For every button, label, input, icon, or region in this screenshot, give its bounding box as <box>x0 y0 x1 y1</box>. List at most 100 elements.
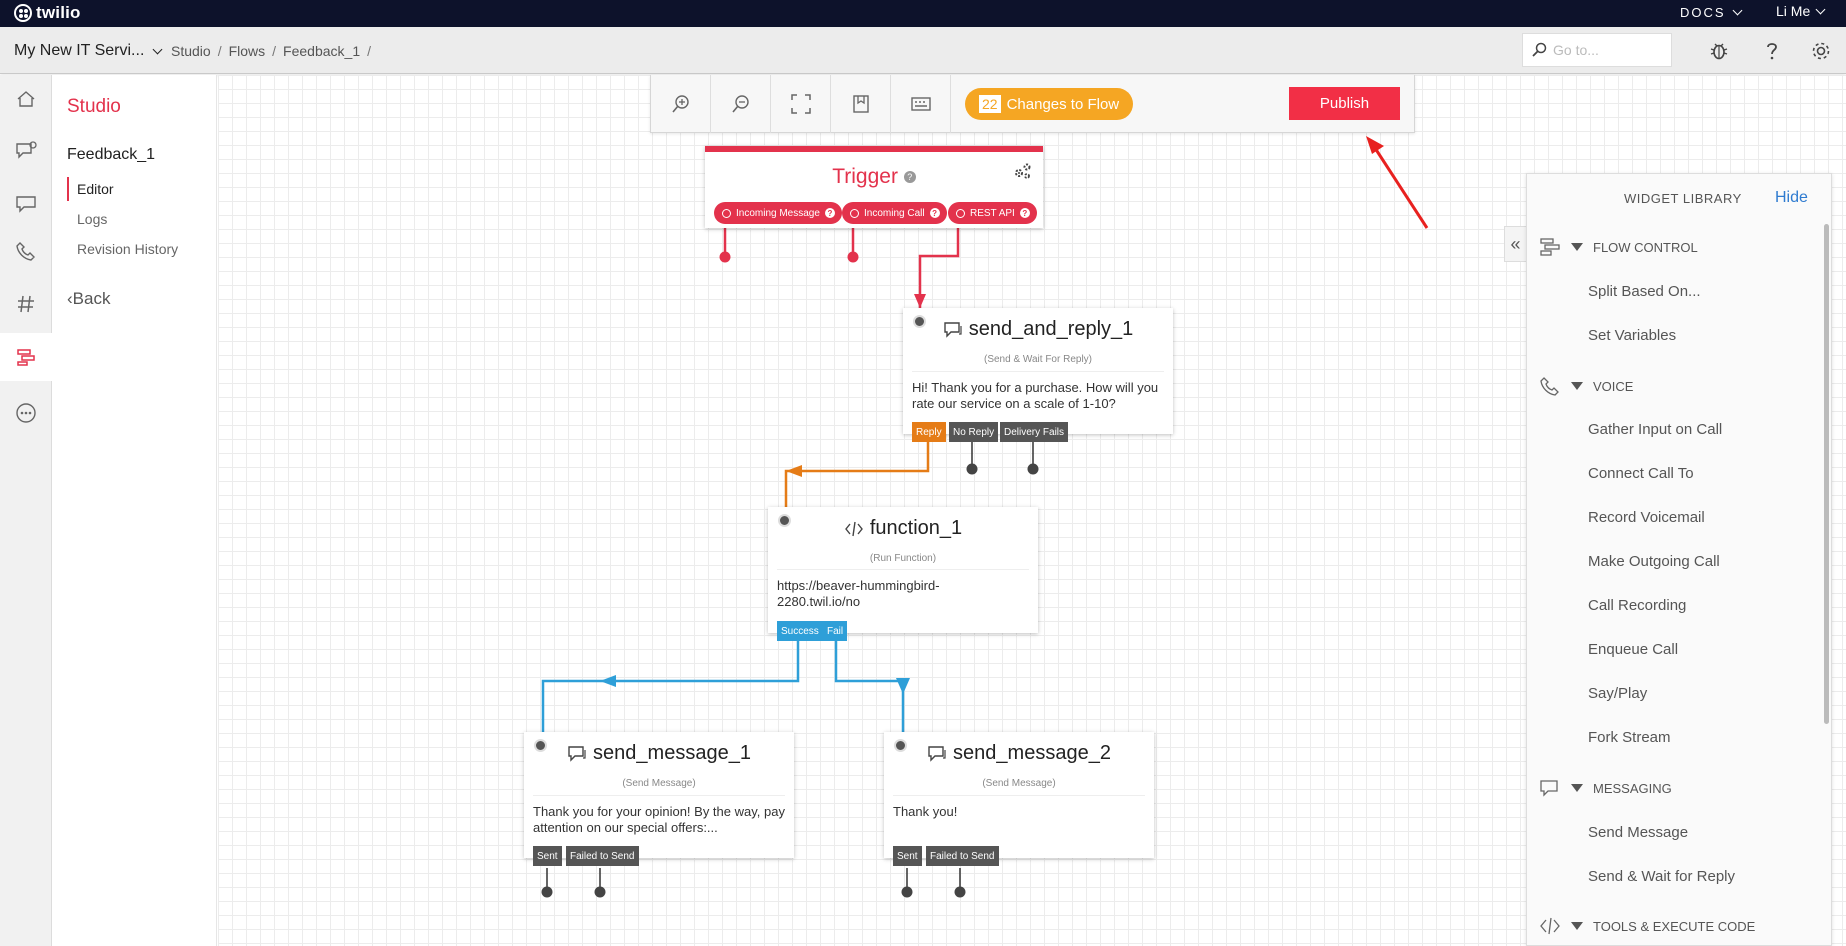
library-item[interactable]: Send Message <box>1588 824 1689 841</box>
transition-fail[interactable]: Fail <box>823 621 848 641</box>
widget-title: send_message_2 <box>884 742 1154 765</box>
section-voice[interactable]: VOICE <box>1539 376 1633 396</box>
widget-type: (Send Message) <box>622 778 696 789</box>
library-item[interactable]: Send & Wait for Reply <box>1588 868 1736 885</box>
user-name: Li Me <box>1776 3 1811 19</box>
transition-failed-to-send[interactable]: Failed to Send <box>566 846 639 866</box>
twilio-logo-text: twilio <box>36 3 81 22</box>
section-label: VOICE <box>1593 378 1634 394</box>
pill-label: REST API <box>970 207 1015 219</box>
red-annotation-arrowhead <box>1366 136 1384 154</box>
rail-chat[interactable] <box>0 127 52 175</box>
message-icon <box>1540 780 1558 797</box>
arrow-success <box>600 675 616 687</box>
trigger-incoming-message[interactable]: Incoming Message ? <box>714 202 842 224</box>
bug-icon[interactable] <box>1708 40 1730 62</box>
widget-send-and-reply-1[interactable]: send_and_reply_1 (Send & Wait For Reply)… <box>903 308 1173 442</box>
library-collapse-button[interactable]: « <box>1504 226 1526 262</box>
rail-studio[interactable] <box>0 333 52 381</box>
library-item[interactable]: Enqueue Call <box>1588 641 1679 658</box>
transition-delivery-fails[interactable]: Delivery Fails <box>1000 422 1069 442</box>
widget-type: (Run Function) <box>869 553 937 564</box>
transition-no-reply[interactable]: No Reply <box>949 422 999 442</box>
widget-body: Thank you for your opinion! By the way, … <box>533 795 785 836</box>
transition-success[interactable]: Success <box>777 621 823 641</box>
transition-sent[interactable]: Sent <box>893 846 922 866</box>
publish-button[interactable]: Publish <box>1289 87 1400 120</box>
keyboard-shortcuts-button[interactable] <box>891 75 951 133</box>
widget-body: Hi! Thank you for a purchase. How will y… <box>912 371 1164 412</box>
fit-screen-button[interactable] <box>771 75 831 133</box>
breadcrumb-flows[interactable]: Flows <box>228 43 266 59</box>
zoom-in-button[interactable] <box>651 75 711 133</box>
bookmark-button[interactable] <box>831 75 891 133</box>
radio-icon <box>850 208 859 218</box>
zoom-out-button[interactable] <box>711 75 771 133</box>
widget-handle[interactable] <box>778 514 791 527</box>
sidebar-item-logs[interactable]: Logs <box>77 211 108 227</box>
trigger-rest-api[interactable]: REST API ? <box>948 202 1037 224</box>
double-chevron-left-icon: « <box>1510 234 1521 254</box>
library-item[interactable]: Fork Stream <box>1588 729 1671 746</box>
zoom-in-icon <box>671 95 689 113</box>
twilio-logo[interactable]: twilio <box>14 3 81 23</box>
widget-function-1[interactable]: function_1 (Run Function) https://beaver… <box>768 507 1038 641</box>
widget-type: (Send & Wait For Reply) <box>984 354 1092 365</box>
changes-to-flow-button[interactable]: 22 Changes to Flow <box>965 88 1133 120</box>
search-input[interactable] <box>1553 42 1663 58</box>
gears-icon[interactable] <box>1012 162 1032 180</box>
caret-down-icon <box>1571 243 1583 251</box>
section-flow-control[interactable]: FLOW CONTROL <box>1539 237 1698 257</box>
transition-failed-to-send[interactable]: Failed to Send <box>926 846 999 866</box>
docs-menu[interactable]: DOCS <box>1680 5 1743 20</box>
twilio-logo-icon <box>14 4 32 22</box>
widget-send-message-1[interactable]: send_message_1 (Send Message) Thank you … <box>524 732 794 866</box>
sidebar-item-editor[interactable]: Editor <box>77 181 114 197</box>
library-item[interactable]: Call Recording <box>1588 597 1687 614</box>
sidebar-title[interactable]: Studio <box>67 96 121 117</box>
sidebar-item-revision-history[interactable]: Revision History <box>77 241 179 257</box>
rail-messaging[interactable] <box>0 179 52 227</box>
project-name: My New IT Servi... <box>14 42 145 59</box>
back-link[interactable]: ‹Back <box>67 289 110 309</box>
widget-handle[interactable] <box>894 739 907 752</box>
help-icon[interactable] <box>1761 40 1783 62</box>
widget-handle[interactable] <box>913 315 926 328</box>
caret-down-icon <box>1571 784 1583 792</box>
widget-handle[interactable] <box>534 739 547 752</box>
rail-home[interactable] <box>0 75 52 123</box>
trigger-incoming-call[interactable]: Incoming Call ? <box>842 202 947 224</box>
changes-count-badge: 22 <box>979 95 1001 113</box>
transition-reply[interactable]: Reply <box>912 422 946 442</box>
library-item[interactable]: Say/Play <box>1588 685 1648 702</box>
transition-sent[interactable]: Sent <box>533 846 562 866</box>
trigger-widget[interactable]: Trigger ? Incoming Message ? Incoming Ca… <box>705 146 1043 228</box>
breadcrumb-feedback[interactable]: Feedback_1 <box>283 43 361 59</box>
section-messaging[interactable]: MESSAGING <box>1539 778 1672 798</box>
rail-numbers[interactable] <box>0 280 52 328</box>
library-item[interactable]: Set Variables <box>1588 327 1677 344</box>
library-item[interactable]: Split Based On... <box>1588 283 1701 300</box>
widget-send-message-2[interactable]: send_message_2 (Send Message) Thank you!… <box>884 732 1154 866</box>
section-tools[interactable]: TOOLS & EXECUTE CODE <box>1539 916 1755 936</box>
library-scrollbar[interactable] <box>1824 224 1829 724</box>
keyboard-icon <box>910 97 931 111</box>
code-icon <box>844 521 863 536</box>
widget-name: function_1 <box>869 517 963 539</box>
library-hide-link[interactable]: Hide <box>1775 189 1808 206</box>
rail-more[interactable] <box>0 389 52 437</box>
user-menu[interactable]: Li Me <box>1776 3 1826 19</box>
gear-icon[interactable] <box>1810 40 1832 62</box>
library-item[interactable]: Record Voicemail <box>1588 509 1705 526</box>
project-switcher[interactable]: My New IT Servi... <box>14 42 163 60</box>
arrow-reply <box>786 465 802 477</box>
library-item[interactable]: Connect Call To <box>1588 465 1694 482</box>
library-item[interactable]: Make Outgoing Call <box>1588 553 1720 570</box>
studio-sidebar: Studio Feedback_1 Editor Logs Revision H… <box>52 75 217 946</box>
rail-voice[interactable] <box>0 227 52 275</box>
library-item[interactable]: Gather Input on Call <box>1588 421 1723 438</box>
breadcrumb-studio[interactable]: Studio <box>171 43 211 59</box>
connector-rest-api <box>918 226 960 308</box>
trigger-title: Trigger ? <box>705 165 1043 189</box>
back-label: Back <box>72 289 111 308</box>
